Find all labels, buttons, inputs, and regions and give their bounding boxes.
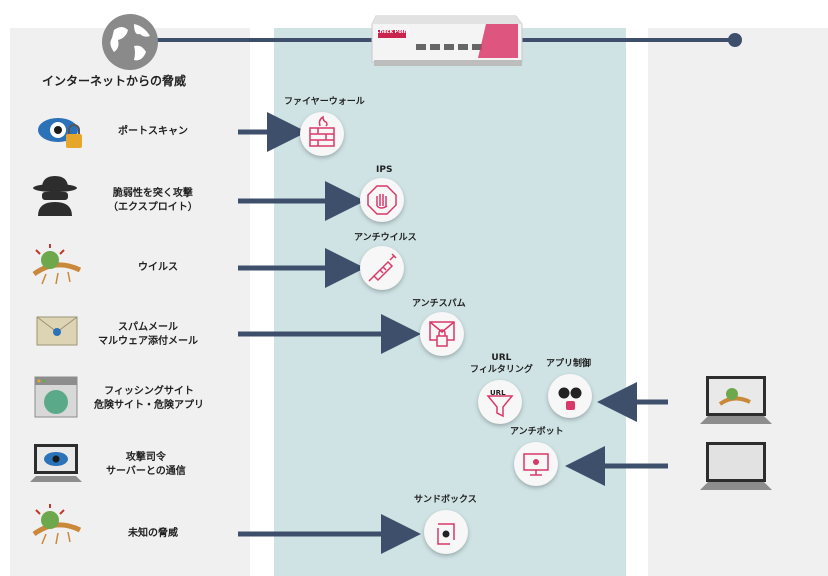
threat-label-spam-line2: マルウェア添付メール <box>98 336 198 347</box>
threat-label-cnc: 攻撃司令 サーバーとの通信 <box>106 451 186 479</box>
defense-label-url-filter: URL フィルタリング <box>470 352 533 376</box>
app-control-node <box>548 374 592 418</box>
threat-label-phishing-line1: フィッシングサイト <box>104 386 194 397</box>
defense-label-antibot: アンチボット <box>510 427 564 437</box>
defense-label-url-filter-line1: URL <box>491 353 512 363</box>
threat-label-exploit: 脆弱性を突く攻撃 （エクスプロイト） <box>108 187 198 215</box>
device-brand: Check Point <box>376 29 410 35</box>
threat-label-spam: スパムメール マルウェア添付メール <box>98 321 198 349</box>
globe-icon <box>102 14 158 70</box>
envelope-icon <box>36 316 78 346</box>
monitor-bug-icon <box>523 453 549 476</box>
defense-label-url-filter-line2: フィルタリング <box>470 365 533 375</box>
url-filter-node: URL <box>478 380 522 424</box>
defense-label-antispam: アンチスパム <box>412 299 466 309</box>
defense-label-app-control: アプリ制御 <box>546 359 592 369</box>
stop-hand-icon <box>367 185 397 215</box>
threat-label-unknown: 未知の脅威 <box>128 528 178 539</box>
hacker-icon <box>33 176 77 216</box>
phishing-site-icon <box>34 376 78 418</box>
defense-label-antivirus: アンチウイルス <box>354 233 417 243</box>
threat-label-cnc-line1: 攻撃司令 <box>125 452 166 463</box>
mail-lock-icon <box>429 321 455 347</box>
threat-label-exploit-line2: （エクスプロイト） <box>108 202 198 213</box>
infected-laptop-icon <box>700 376 772 424</box>
laptop-icon <box>700 442 772 490</box>
firewall-appliance-icon <box>371 15 523 66</box>
monitor-eye-icon <box>30 444 82 482</box>
brick-wall-icon <box>309 115 335 147</box>
syringe-icon <box>368 253 397 282</box>
firewall-node <box>300 112 344 156</box>
threat-label-phishing-line2: 危険サイト・危険アプリ <box>94 400 204 411</box>
threat-label-cnc-line2: サーバーとの通信 <box>106 466 186 477</box>
page-title: インターネットからの脅威 <box>42 74 187 88</box>
defense-label-sandbox: サンドボックス <box>414 495 477 505</box>
network-endpoint <box>728 33 742 47</box>
unknown-bug-icon <box>32 504 82 545</box>
sandbox-node <box>424 510 468 554</box>
antibot-node <box>514 442 558 486</box>
defense-label-ips: IPS <box>376 165 393 175</box>
url-badge: URL <box>490 389 506 397</box>
defense-label-firewall: ファイヤーウォール <box>284 97 365 107</box>
funnel-icon <box>486 395 514 418</box>
virus-bug-icon <box>32 244 82 285</box>
threat-label-virus: ウイルス <box>138 262 178 273</box>
social-apps-icon <box>558 387 582 410</box>
threat-label-phishing: フィッシングサイト 危険サイト・危険アプリ <box>94 385 204 413</box>
eye-lock-icon <box>38 118 82 148</box>
antispam-node <box>420 312 464 356</box>
threat-label-spam-line1: スパムメール <box>118 322 178 333</box>
threat-label-portscan: ポートスキャン <box>118 126 188 137</box>
antivirus-node <box>360 246 404 290</box>
threat-label-exploit-line1: 脆弱性を突く攻撃 <box>112 188 193 199</box>
ips-node <box>360 178 404 222</box>
sandbox-box-icon <box>437 523 455 545</box>
